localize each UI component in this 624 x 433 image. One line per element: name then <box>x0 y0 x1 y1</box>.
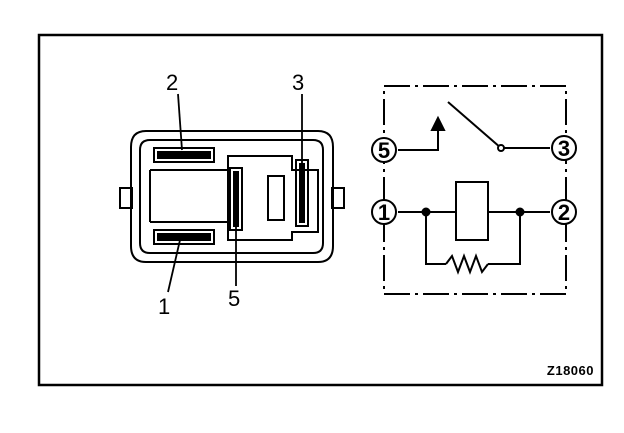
schematic-pin-3-label: 3 <box>558 136 570 161</box>
schematic-pin-1: 1 <box>371 199 397 225</box>
terminal-label-5: 5 <box>228 286 240 311</box>
relay-connector-body <box>119 130 345 263</box>
schematic-pin-3: 3 <box>551 135 577 161</box>
terminal-2-slot <box>153 147 215 163</box>
schematic-pin-5: 5 <box>371 137 397 163</box>
schematic-pin-5-label: 5 <box>378 138 390 163</box>
relay-enclosure-dashed <box>383 85 567 295</box>
terminal-label-2: 2 <box>166 70 178 95</box>
terminal-label-1: 1 <box>158 294 170 319</box>
relay-coil-circuit <box>398 181 550 275</box>
label-leader-lines <box>167 93 303 293</box>
center-key-slot <box>267 175 285 221</box>
schematic-pin-2-label: 2 <box>558 200 570 225</box>
relay-switch <box>398 101 550 152</box>
terminal-1-slot <box>153 229 215 245</box>
figure-code: Z18060 <box>547 363 594 378</box>
schematic-pin-1-label: 1 <box>378 200 390 225</box>
schematic-pin-2: 2 <box>551 199 577 225</box>
terminal-label-3: 3 <box>292 70 304 95</box>
figure-frame <box>37 33 604 387</box>
